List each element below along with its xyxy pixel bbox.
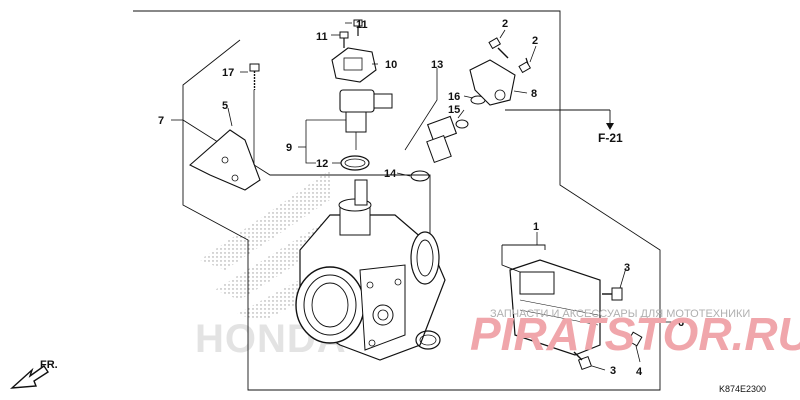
- callout-5: 5: [222, 100, 228, 112]
- callout-13: 13: [431, 59, 443, 71]
- callout-2a: 2: [502, 18, 508, 30]
- screws-3-4: [573, 287, 643, 371]
- callout-2b: 2: [532, 35, 538, 47]
- callout-3b: 3: [610, 365, 616, 377]
- front-arrow: FR.: [9, 359, 58, 389]
- throttle-body: [295, 179, 446, 361]
- bracket-5: [189, 129, 261, 191]
- callout-9: 9: [286, 142, 292, 154]
- bolt-17: [249, 63, 260, 165]
- callout-10: 10: [385, 59, 397, 71]
- callout-3a: 3: [624, 262, 630, 274]
- ref-label: F-21: [598, 131, 623, 145]
- bolt-2: [488, 37, 532, 74]
- callout-12: 12: [316, 158, 328, 170]
- front-label: FR.: [40, 359, 58, 371]
- injector-holder-8: [469, 59, 516, 106]
- callout-8: 8: [531, 88, 537, 100]
- screw-11: [339, 19, 363, 48]
- cover-10: [331, 47, 377, 83]
- assembly-boundary: [133, 10, 661, 391]
- watermark-site: PIRATSTOR.RU: [470, 308, 800, 360]
- callout-17: 17: [222, 67, 234, 79]
- callout-6: 6: [678, 317, 684, 329]
- callout-4: 4: [636, 366, 643, 378]
- callout-7: 7: [158, 115, 164, 127]
- callout-11b: 11: [316, 31, 328, 43]
- sensor-9: [339, 89, 393, 150]
- watermark-tagline: ЗАПЧАСТИ И АКСЕССУАРЫ ДЛЯ МОТОТЕХНИКИ: [490, 308, 750, 320]
- callout-1: 1: [533, 221, 539, 233]
- callout-11a: 11: [356, 19, 368, 31]
- diagram-code: K874E2300: [719, 384, 766, 394]
- f21-reference: F-21: [505, 109, 623, 145]
- callout-14: 14: [384, 168, 397, 180]
- o-ring-12: [340, 155, 370, 171]
- tps-sensor-1: [501, 244, 601, 356]
- callout-15: 15: [448, 104, 460, 116]
- leader-lines: [171, 22, 675, 371]
- injector-13: [410, 95, 486, 182]
- callout-16: 16: [448, 91, 460, 103]
- throttle-o-ring: [415, 330, 441, 350]
